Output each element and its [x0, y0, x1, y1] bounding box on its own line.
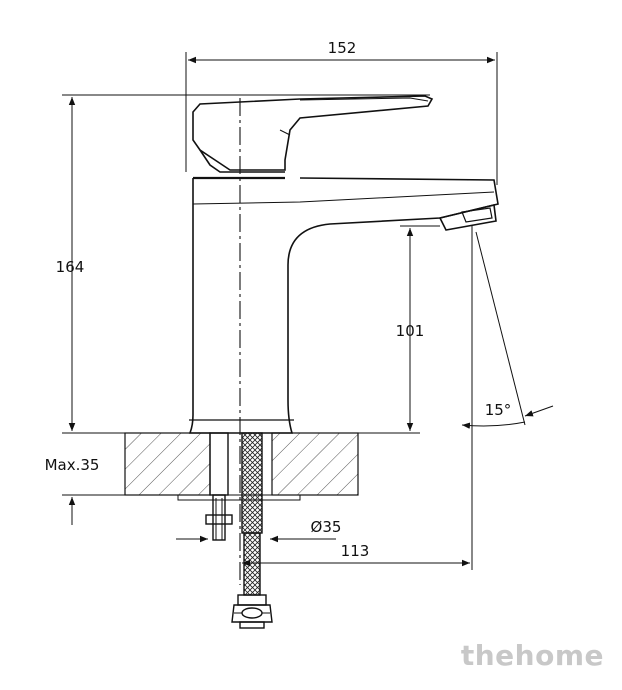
label-spout-height: 101 — [396, 322, 425, 340]
faucet-body — [188, 95, 499, 434]
dimension-angle — [461, 231, 554, 429]
countertop-section — [124, 432, 359, 501]
label-angle: 15° — [485, 401, 512, 419]
dimension-max-thickness — [62, 412, 125, 525]
dimension-width — [185, 52, 498, 185]
dimension-reach — [242, 226, 473, 570]
label-height: 164 — [56, 258, 85, 276]
label-hole-diameter: Ø35 — [311, 518, 342, 536]
label-width: 152 — [328, 39, 357, 57]
dimension-spout-height — [358, 225, 440, 434]
dimension-height — [62, 94, 430, 434]
label-max-thickness: Max.35 — [45, 456, 100, 474]
watermark-logo: thehome — [460, 639, 604, 672]
label-reach: 113 — [341, 542, 370, 560]
mounting-assembly — [205, 432, 273, 629]
